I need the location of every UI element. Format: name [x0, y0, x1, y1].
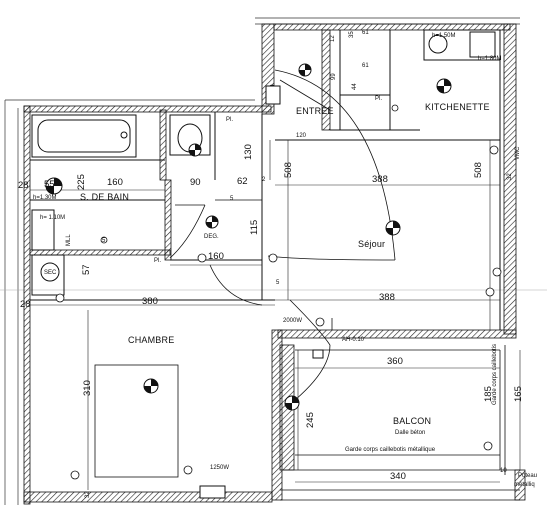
dim-32-right: 32 — [507, 173, 513, 180]
panel-box — [199, 485, 226, 499]
dim-245: 245 — [305, 412, 316, 428]
post-label-sub: métalliq — [514, 482, 535, 488]
balcony-sub-label: Dalle béton — [395, 430, 426, 436]
room-label-living: Séjour — [358, 239, 386, 249]
dim-61-mid: 61 — [362, 63, 369, 69]
annotation-h130: h=1.30M — [33, 195, 57, 201]
ceiling-lights — [45, 63, 452, 411]
light-symbol — [188, 143, 202, 157]
panel-box — [265, 85, 281, 105]
dim-57: 57 — [81, 264, 92, 275]
annotation-pl-entry: Pl. — [375, 96, 383, 102]
annotation-2000w: 2000W — [283, 318, 303, 324]
annotation-h180: h=1.80M — [478, 56, 502, 62]
room-label-hallway: DEG. — [204, 234, 219, 240]
annotation-h150: h=1.50M — [432, 33, 456, 39]
post-label: Poteau — [518, 473, 538, 479]
dim-62: 62 — [237, 176, 248, 187]
room-label-kitchenette: KITCHENETTE — [425, 102, 490, 112]
dim-508-right: 508 — [473, 162, 484, 178]
light-symbol — [205, 215, 219, 229]
dim-55: 55 — [44, 179, 55, 190]
dim-508-left: 508 — [283, 162, 294, 178]
room-label-bedroom: CHAMBRE — [128, 335, 175, 345]
dim-185: 185 — [483, 386, 494, 402]
dim-225: 225 — [76, 174, 87, 190]
bed-outline — [94, 364, 179, 478]
dim-340: 340 — [390, 471, 406, 482]
dim-2: 2 — [262, 177, 266, 183]
dim-12: 12 — [330, 35, 336, 42]
dim-32-bottom: 32 — [85, 491, 91, 498]
dim-115: 115 — [249, 219, 260, 235]
annotation-h110: h= 1.10M — [40, 215, 66, 221]
annotation-sec: SEC — [44, 270, 57, 276]
dim-160-bath: 160 — [107, 177, 123, 188]
dim-5-b: 5 — [102, 238, 106, 244]
room-label-bathroom: S. DE BAIN — [80, 192, 130, 202]
light-symbol — [298, 63, 312, 77]
dim-360: 360 — [387, 356, 403, 367]
annotation-vmc-upper: VMC — [515, 146, 521, 160]
dim-90: 90 — [190, 177, 201, 188]
light-symbol — [385, 220, 401, 236]
railing-label: Garde corps caillebotis métallique — [345, 447, 436, 453]
bathtub — [31, 114, 137, 158]
dim-130: 130 — [243, 144, 254, 160]
dim-61-top: 61 — [362, 30, 369, 36]
annotation-mll: MLL — [66, 234, 72, 246]
dim-5-a: 5 — [230, 196, 234, 202]
light-symbol — [436, 78, 452, 94]
dim-388-bottom: 388 — [379, 292, 395, 303]
dim-165: 165 — [513, 386, 524, 402]
outlets — [55, 84, 502, 480]
dim-28-top: 28 — [18, 180, 29, 191]
annotation-1250w: 1250W — [210, 465, 230, 471]
dim-10: 10 — [500, 468, 507, 474]
room-label-balcony: BALCON — [393, 416, 432, 426]
switch-box — [312, 349, 324, 359]
light-symbol — [284, 395, 300, 411]
room-label-entry: ENTREE — [296, 106, 334, 116]
dim-28-bottom: 28 — [20, 299, 31, 310]
light-symbol — [45, 177, 63, 195]
dim-380: 380 — [142, 296, 158, 307]
annotation-pl-hall: Pl. — [154, 258, 162, 264]
balcony-railing — [280, 345, 526, 501]
annotation-pl-bath: Pl. — [226, 117, 234, 123]
dim-44: 44 — [352, 83, 358, 90]
dim-99: 99 — [331, 73, 337, 80]
dim-160-hall: 160 — [208, 251, 224, 262]
dim-5-c: 5 — [276, 280, 280, 286]
dim-120: 120 — [296, 133, 307, 139]
annotation-ah010: AH-0.10 — [342, 337, 365, 343]
dim-35: 35 — [349, 31, 355, 38]
dim-310: 310 — [82, 380, 93, 396]
light-symbol — [143, 378, 159, 394]
dim-388-living: 388 — [372, 174, 388, 185]
